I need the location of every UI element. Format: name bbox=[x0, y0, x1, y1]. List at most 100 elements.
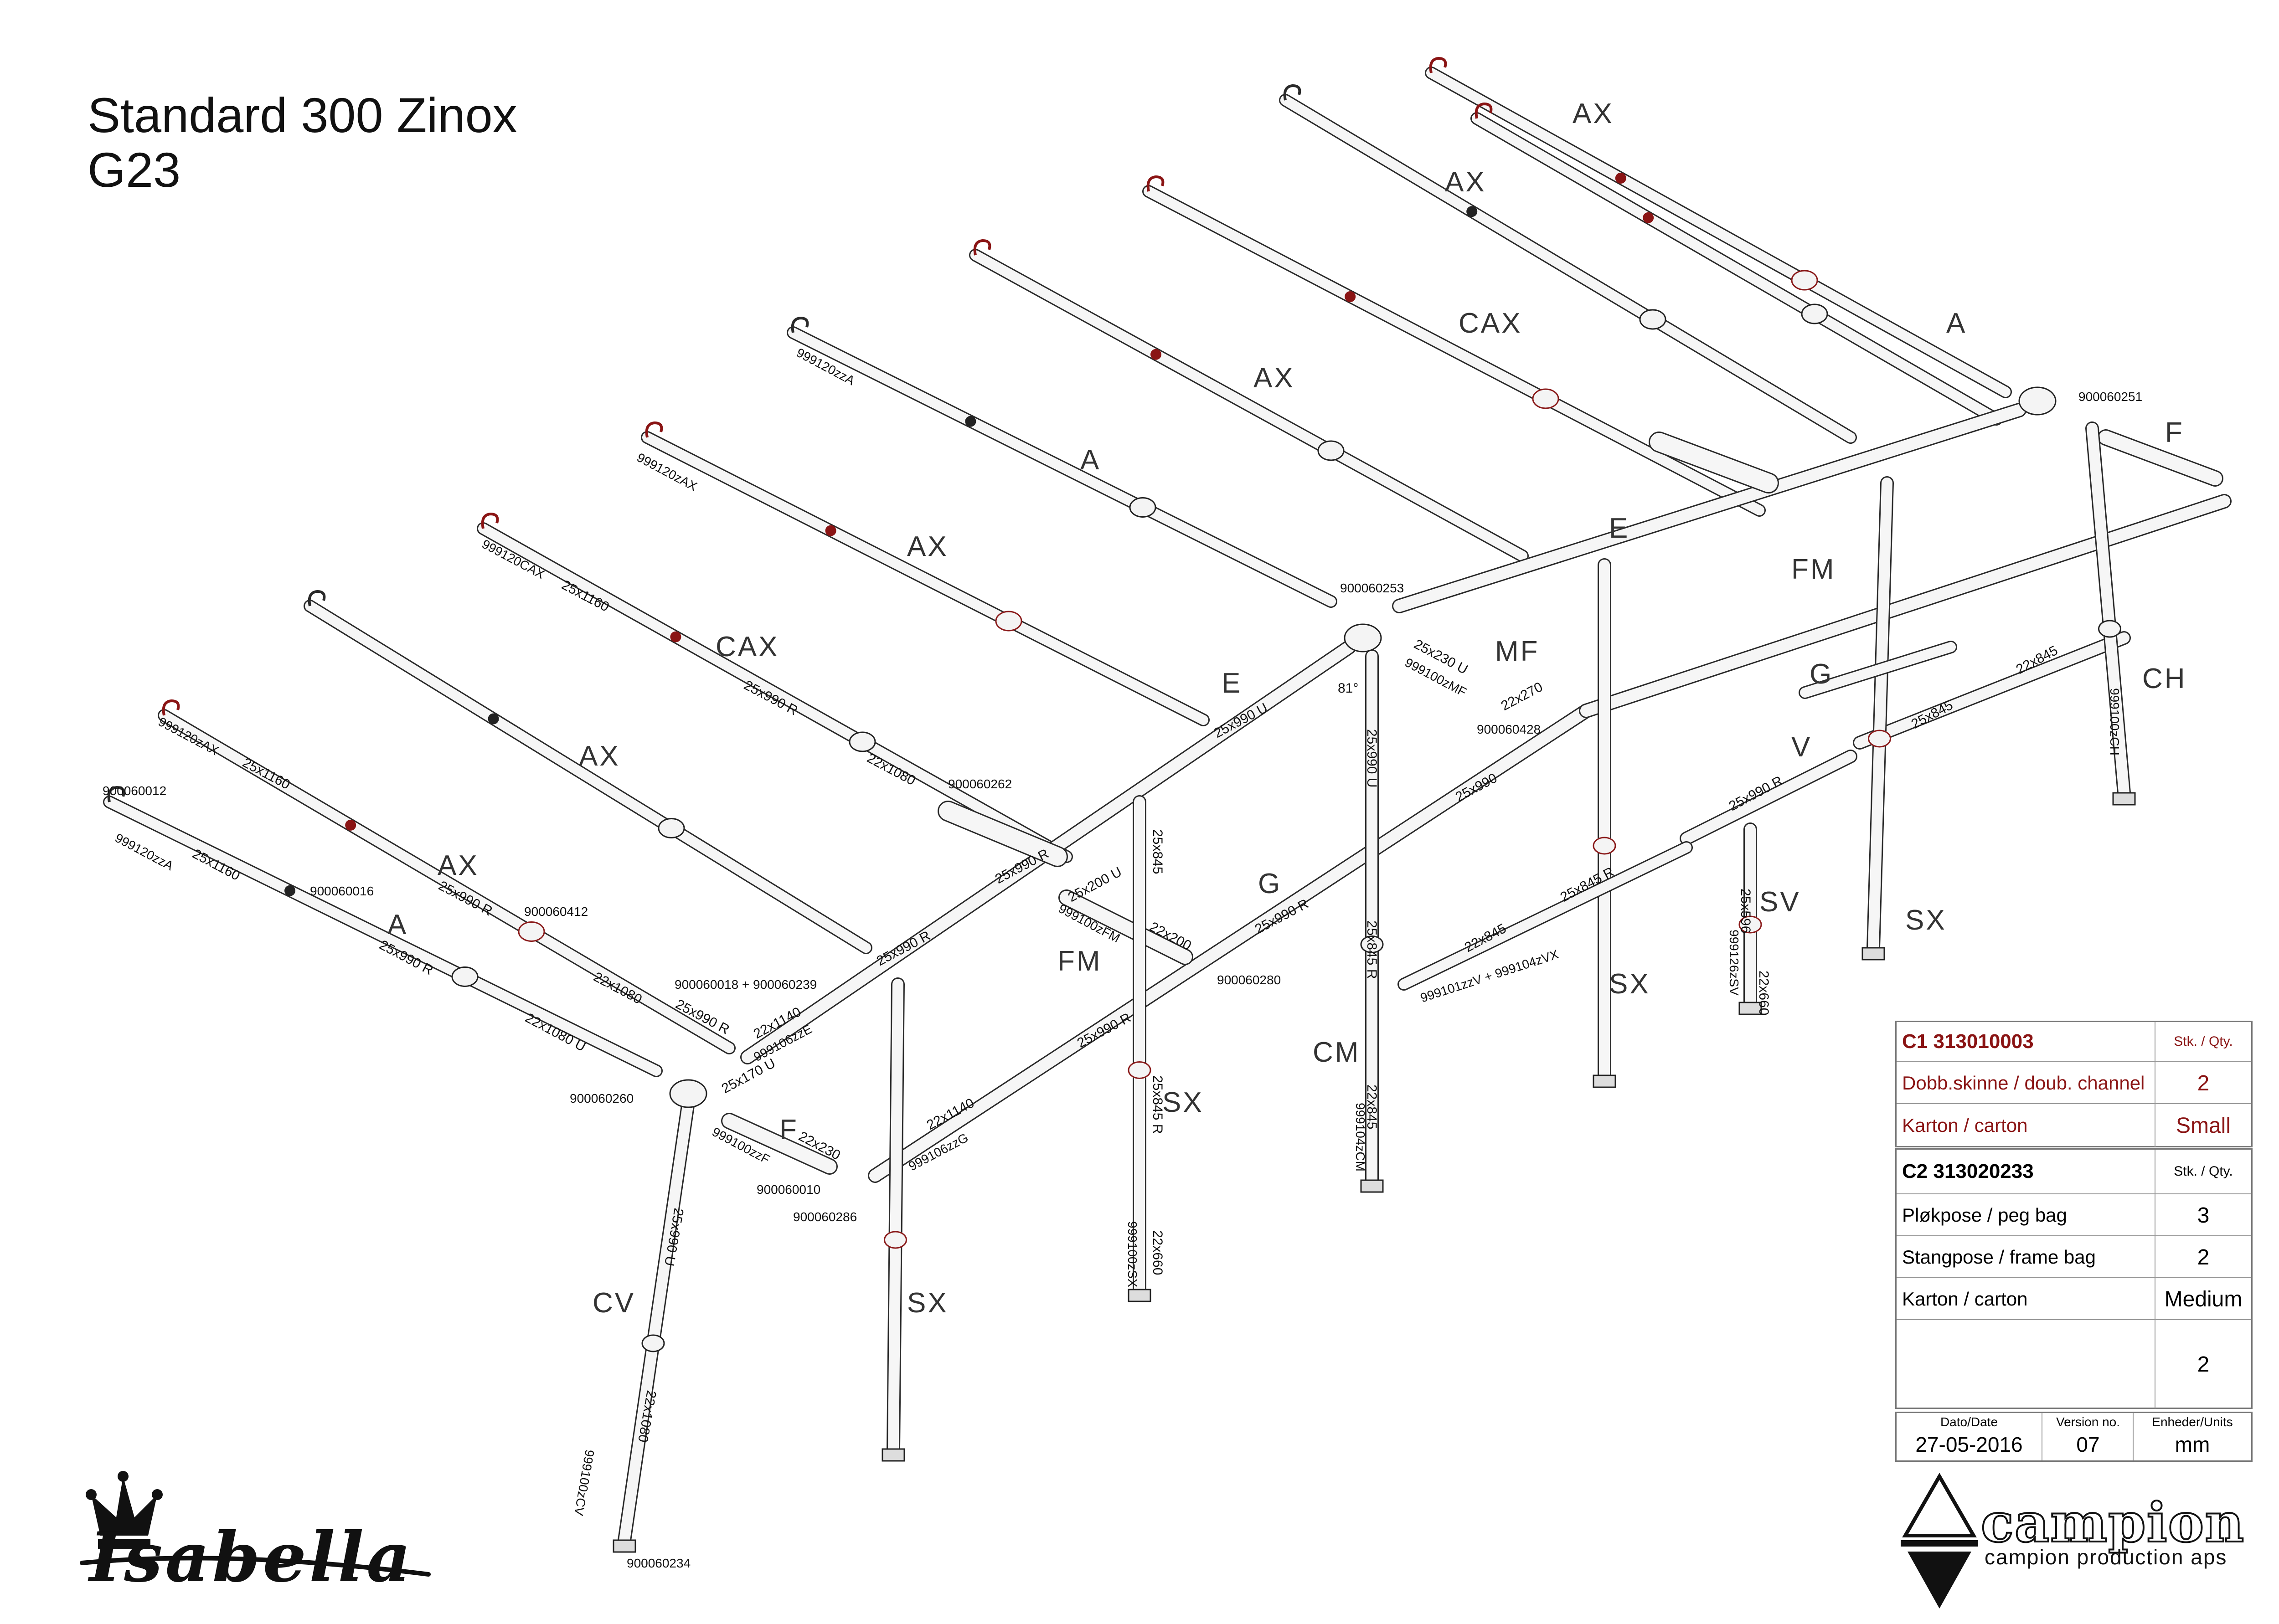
part-number: 900060010 bbox=[757, 1182, 820, 1197]
tube-clamp bbox=[1801, 303, 1828, 324]
side-leg-fill bbox=[1868, 478, 1892, 953]
code-f-2: F bbox=[779, 1114, 799, 1146]
campion-logo-icon bbox=[1901, 1472, 1978, 1609]
dim-label: 25x845 bbox=[1150, 829, 1165, 874]
code-cv: CV bbox=[593, 1287, 635, 1319]
code-sv: SV bbox=[1759, 886, 1801, 918]
part-number: 900060018 + 900060239 bbox=[675, 977, 817, 992]
campion-subtitle: campion production aps bbox=[1985, 1545, 2227, 1569]
tube-clamp bbox=[1360, 935, 1384, 953]
dim-label: 25x596 bbox=[1738, 889, 1753, 933]
table-header-row: C1 313010003 Stk. / Qty. bbox=[1897, 1022, 2251, 1061]
table-row-image-cell bbox=[1897, 1320, 2155, 1408]
dim-label: 25x990 R bbox=[1075, 1010, 1134, 1051]
rafter-hook bbox=[791, 316, 809, 333]
tube-clamp bbox=[1639, 309, 1666, 330]
table-row-qty: Medium bbox=[2164, 1287, 2243, 1311]
leg-foot bbox=[882, 1448, 905, 1462]
roof-rafter-fill bbox=[642, 432, 1208, 725]
table-row-qty: 3 bbox=[2197, 1203, 2210, 1228]
rafter-hook bbox=[645, 421, 663, 438]
table-row: 2 bbox=[1897, 1319, 2251, 1408]
tube-clamp bbox=[2018, 386, 2057, 416]
double-channel-fill bbox=[1650, 433, 1778, 492]
table-row-label: Karton / carton bbox=[1897, 1278, 2155, 1320]
dim-label: 25x845 R bbox=[1364, 920, 1379, 979]
code-sx-1: SX bbox=[1905, 905, 1947, 936]
dim-label: 25x990 R bbox=[874, 928, 933, 969]
version-label: Version no. bbox=[2056, 1415, 2120, 1429]
title-model: Standard 300 Zinox bbox=[88, 87, 517, 143]
rear-eave-beam-fill bbox=[869, 705, 1592, 1182]
joint-layer bbox=[107, 57, 2136, 1553]
table-row-qty: 2 bbox=[2197, 1071, 2210, 1095]
tube-clamp bbox=[1593, 837, 1616, 855]
tube-layer bbox=[103, 67, 2232, 1547]
rear-eave-beam-fill bbox=[1580, 495, 2230, 717]
tube-clamp bbox=[995, 611, 1022, 632]
leg-foot bbox=[1593, 1074, 1616, 1088]
code-mf: MF bbox=[1495, 636, 1540, 667]
dim-label: 22x845 bbox=[1364, 1084, 1379, 1129]
dim-label: 25x990 U bbox=[1364, 729, 1379, 787]
table-header-code: C2 313020233 bbox=[1897, 1150, 2155, 1193]
tube-clamp bbox=[641, 1334, 665, 1352]
tube-clamp bbox=[451, 966, 479, 987]
tube-clamp bbox=[1129, 497, 1156, 518]
roof-rafter-fill bbox=[970, 250, 1527, 561]
rafter-hook bbox=[107, 786, 125, 802]
mid-beam-fill bbox=[1681, 751, 1856, 844]
tube-clamp bbox=[658, 818, 685, 838]
table-row-label: Stangpose / frame bag bbox=[1897, 1236, 2155, 1278]
units-value: mm bbox=[2175, 1433, 2210, 1456]
crown-icon bbox=[86, 1471, 163, 1549]
rafter-hook bbox=[308, 590, 326, 606]
spring-button bbox=[488, 713, 499, 725]
version-column: Version no. 07 bbox=[2042, 1413, 2134, 1460]
spring-button bbox=[1345, 291, 1356, 302]
spring-button bbox=[825, 525, 836, 536]
roof-rafter-fill bbox=[1280, 95, 1856, 442]
table-header-row: C2 313020233 Stk. / Qty. bbox=[1897, 1150, 2251, 1193]
table-row-qty: Small bbox=[2176, 1113, 2231, 1138]
dim-label: 22x270 bbox=[1499, 679, 1545, 714]
date-value: 27-05-2016 bbox=[1915, 1433, 2023, 1456]
leg-foot bbox=[1861, 947, 1885, 961]
table-row: Dobb.skinne / doub. channel 2 bbox=[1897, 1061, 2251, 1104]
roof-rafter-fill bbox=[1144, 186, 1764, 515]
code-sx-3: SX bbox=[1162, 1087, 1204, 1118]
code-g-1: G bbox=[1810, 658, 1833, 690]
code-e-1: E bbox=[1222, 668, 1242, 699]
rafter-hook bbox=[1475, 102, 1493, 119]
code-cm: CM bbox=[1313, 1037, 1360, 1068]
leg-foot bbox=[1360, 1179, 1384, 1193]
part-number: 999100zCV bbox=[572, 1449, 597, 1517]
front-short-beam-fill bbox=[722, 1114, 836, 1173]
table-row: Stangpose / frame bag 2 bbox=[1897, 1235, 2251, 1278]
part-number: 900060260 bbox=[570, 1091, 634, 1105]
code-ax-2: AX bbox=[1445, 166, 1486, 198]
code-a-2: A bbox=[1080, 444, 1101, 476]
isabella-logo-text: Isabella bbox=[89, 1517, 414, 1598]
spring-button bbox=[284, 885, 295, 896]
spring-button bbox=[345, 819, 356, 831]
part-number: 999100zSX bbox=[1125, 1221, 1140, 1287]
tube-clamp bbox=[518, 921, 545, 942]
code-cax-2: CAX bbox=[716, 631, 779, 663]
units-label: Enheder/Units bbox=[2152, 1415, 2233, 1429]
table-row-label: Pløkpose / peg bag bbox=[1897, 1194, 2155, 1236]
spring-button bbox=[1466, 206, 1478, 217]
dim-label: 81° bbox=[1338, 681, 1358, 696]
code-g-2: G bbox=[1258, 868, 1282, 899]
code-v: V bbox=[1791, 731, 1812, 763]
code-ax-4: AX bbox=[907, 531, 949, 562]
rafter-hook bbox=[162, 699, 180, 716]
table-row-label: Dobb.skinne / doub. channel bbox=[1897, 1062, 2155, 1104]
roof-rafter-fill bbox=[1472, 113, 2001, 424]
roof-rafter-fill bbox=[104, 797, 661, 1076]
roof-rafter-fill bbox=[159, 710, 734, 1053]
part-number: 999104zCM bbox=[1353, 1103, 1367, 1172]
tube-clamp bbox=[1344, 623, 1382, 653]
part-number: 900060286 bbox=[793, 1210, 857, 1224]
